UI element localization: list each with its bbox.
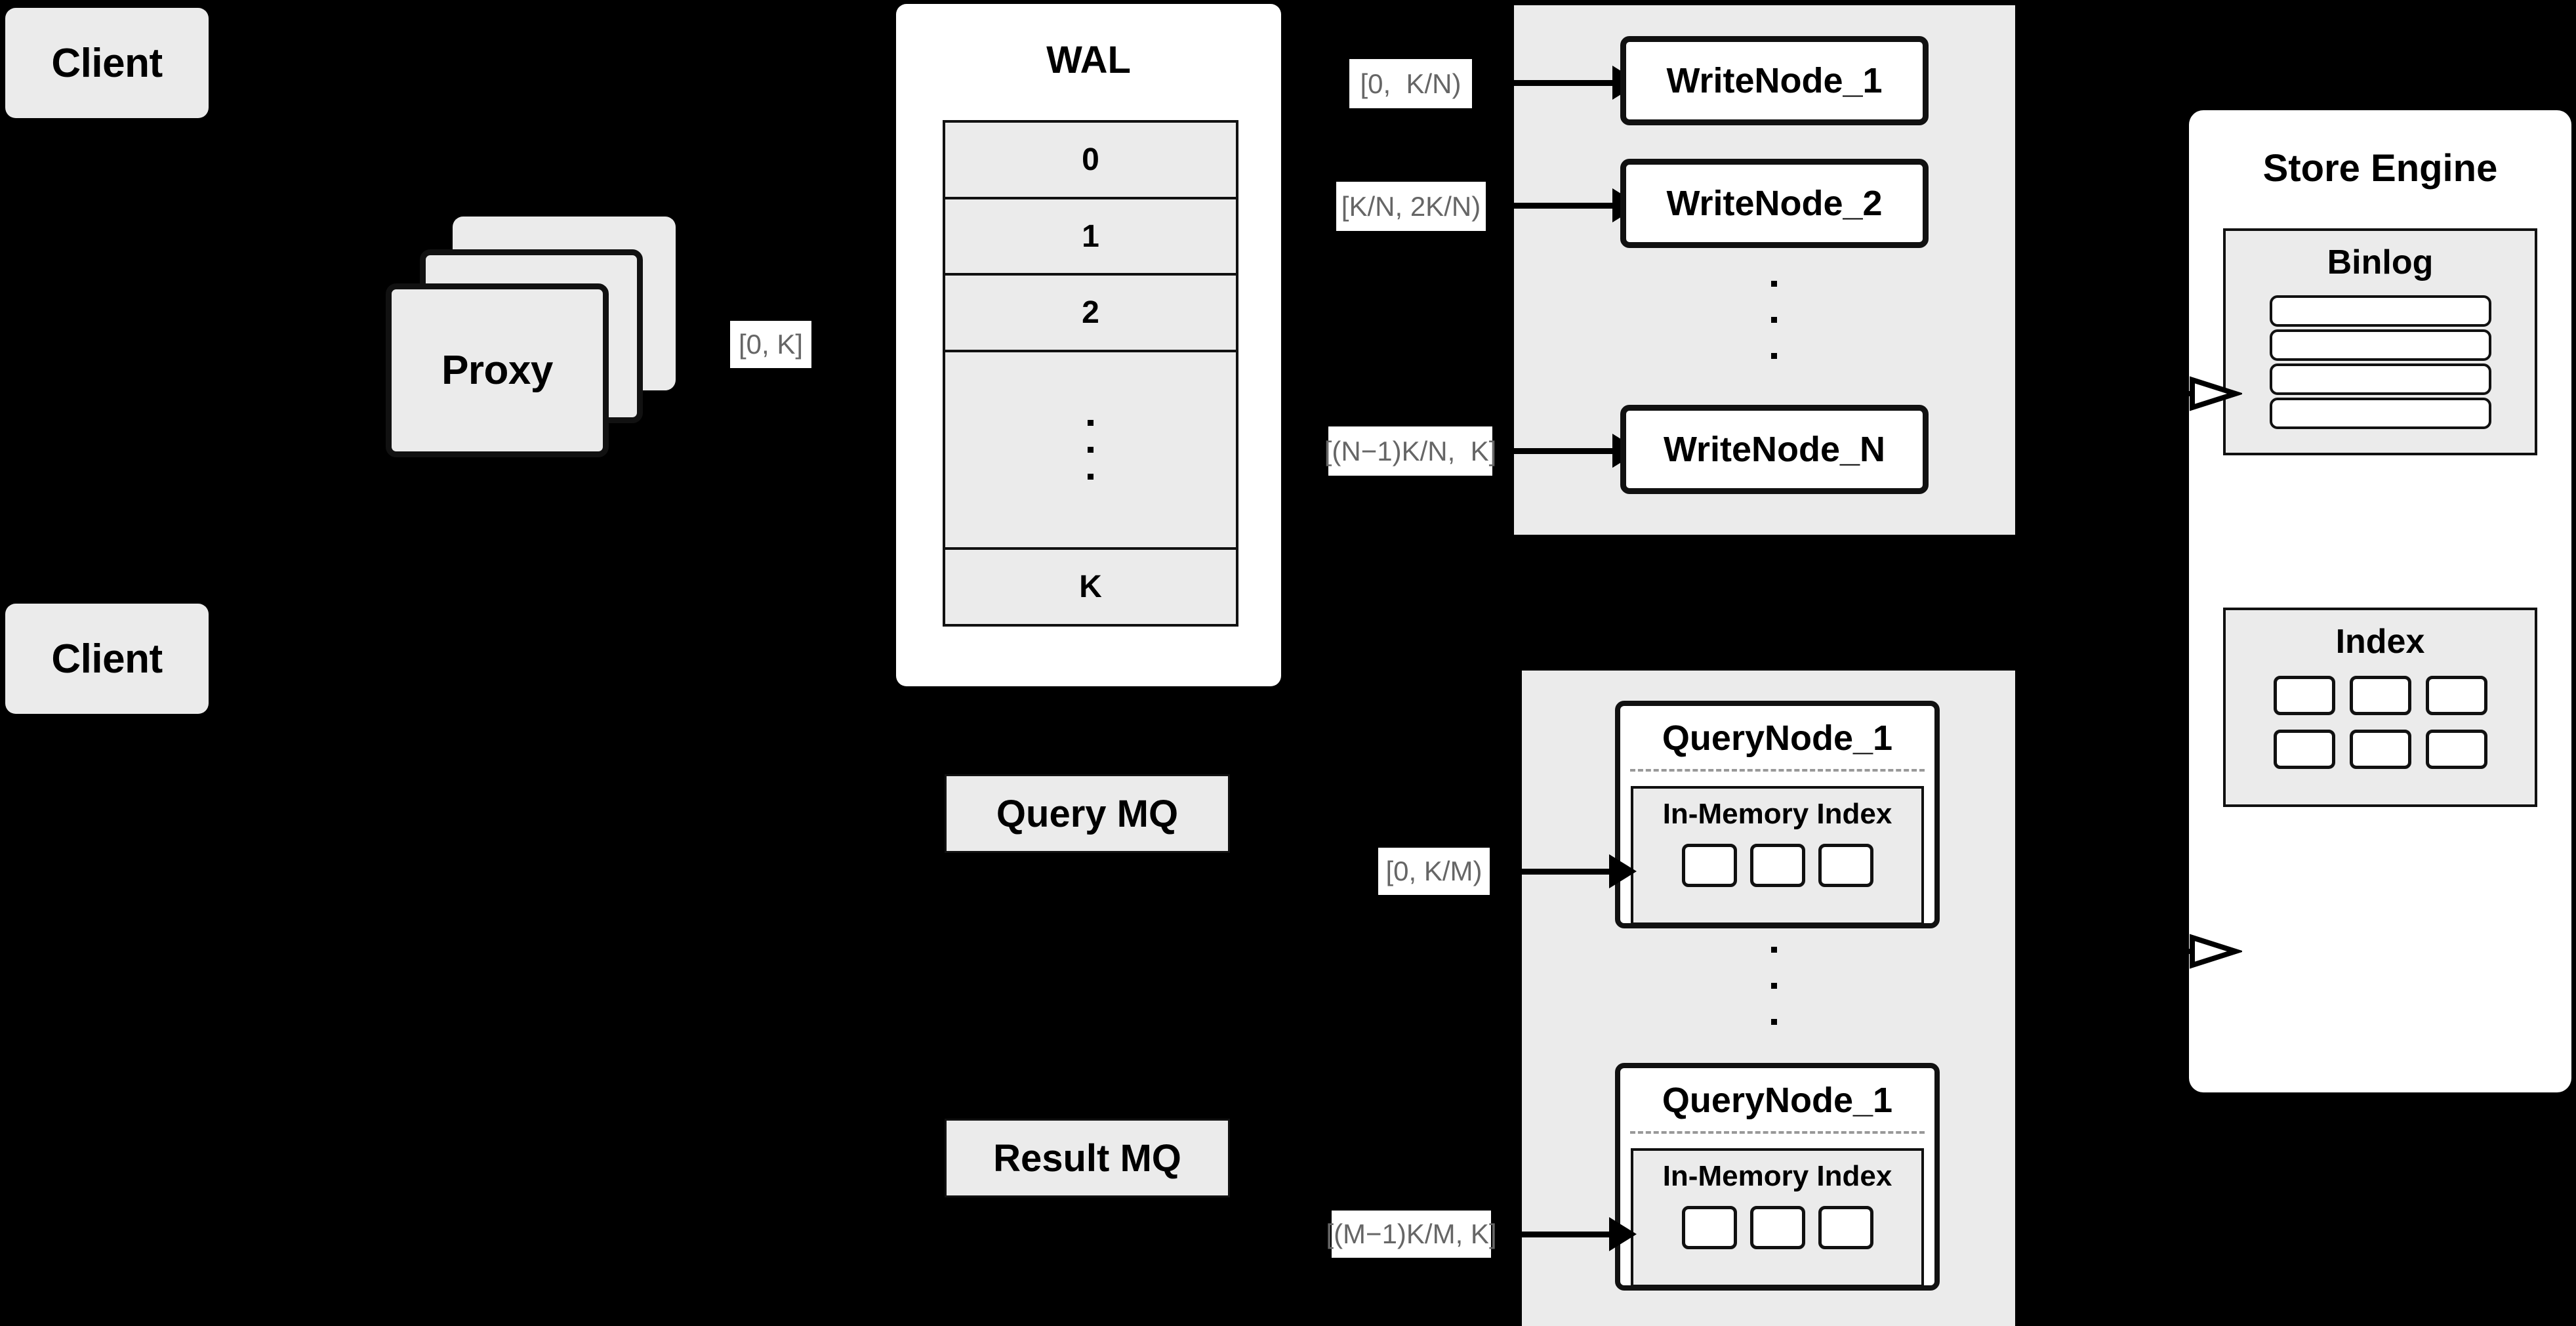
wal-container: WAL 0 1 2 K — [896, 4, 1281, 686]
arrow-line-write-n — [1505, 448, 1614, 454]
binlog-row — [2269, 295, 2491, 327]
ellipsis-dot-icon — [1771, 1019, 1777, 1025]
arrow-line-write-1 — [1505, 80, 1614, 86]
wal-table: 0 1 2 K — [943, 120, 1238, 627]
ellipsis-dot-icon — [1771, 983, 1777, 989]
range-label-proxy-to-wal: [0, K] — [730, 321, 811, 368]
index-row — [2273, 676, 2487, 715]
query-node-m-card[interactable]: QueryNode_1 In-Memory Index — [1615, 1063, 1940, 1291]
range-label-query-1: [0, K/M) — [1378, 848, 1490, 895]
arrow-to-binlog-icon — [2170, 376, 2242, 411]
write-node-2[interactable]: WriteNode_2 — [1620, 159, 1929, 248]
index-cell — [2425, 676, 2487, 715]
in-memory-index-cells — [1633, 1206, 1921, 1249]
write-node-label: WriteNode_2 — [1666, 184, 1883, 223]
binlog-row — [2269, 363, 2491, 395]
range-label-write-n: [(N−1)K/N, K] — [1324, 426, 1496, 476]
arrow-line-query-m — [1509, 1232, 1610, 1237]
index-cell — [2273, 730, 2335, 769]
range-label-text: [(M−1)K/M, K] — [1326, 1218, 1497, 1249]
binlog-panel: Binlog — [2223, 228, 2537, 455]
store-engine-panel: Store Engine Binlog Index — [2189, 110, 2571, 1092]
wal-row: 2 — [945, 276, 1236, 353]
range-label-query-m: [(M−1)K/M, K] — [1326, 1211, 1497, 1258]
index-cell — [2273, 676, 2335, 715]
index-row — [2273, 730, 2487, 769]
arrow-head-query-m — [1609, 1217, 1637, 1251]
range-label-text: [(N−1)K/N, K] — [1324, 435, 1497, 466]
result-mq-box[interactable]: Result MQ — [945, 1119, 1230, 1197]
in-memory-index-title: In-Memory Index — [1662, 1160, 1892, 1192]
wal-row: 1 — [945, 199, 1236, 276]
index-panel: Index — [2223, 608, 2537, 807]
binlog-title: Binlog — [2327, 243, 2434, 281]
write-group-ellipsis — [1771, 281, 1777, 359]
query-mq-box[interactable]: Query MQ — [945, 774, 1230, 853]
index-title: Index — [2335, 623, 2425, 661]
write-node-n[interactable]: WriteNode_N — [1620, 405, 1929, 494]
in-memory-index-cells — [1633, 844, 1921, 887]
ellipsis-dot-icon — [1771, 281, 1777, 287]
arrow-line-write-2 — [1505, 203, 1614, 209]
index-cell — [1749, 1206, 1805, 1249]
write-node-label: WriteNode_N — [1663, 430, 1886, 469]
in-memory-index-title: In-Memory Index — [1662, 798, 1892, 830]
store-engine-title: Store Engine — [2262, 147, 2498, 190]
range-label-text: [0, K] — [738, 329, 804, 360]
index-cell — [2349, 676, 2411, 715]
wal-title: WAL — [1046, 38, 1131, 81]
write-node-1[interactable]: WriteNode_1 — [1620, 36, 1929, 125]
range-label-write-2: [K/N, 2K/N) — [1336, 182, 1486, 231]
proxy-card-front[interactable]: Proxy — [386, 283, 609, 457]
arrow-head-query-1 — [1609, 854, 1637, 888]
ellipsis-dot-icon — [1088, 474, 1094, 480]
index-cell — [1681, 844, 1737, 887]
binlog-rows — [2226, 295, 2535, 429]
arrow-to-index-icon — [2170, 934, 2242, 969]
write-node-label: WriteNode_1 — [1666, 61, 1883, 100]
proxy-label: Proxy — [441, 348, 553, 393]
range-label-text: [K/N, 2K/N) — [1341, 190, 1481, 222]
binlog-row — [2269, 398, 2491, 429]
index-cell — [2425, 730, 2487, 769]
ellipsis-dot-icon — [1771, 353, 1777, 359]
arrow-line-query-1 — [1509, 869, 1610, 875]
query-group-ellipsis — [1771, 947, 1777, 1025]
query-node-divider — [1630, 769, 1925, 772]
query-node-1-card[interactable]: QueryNode_1 In-Memory Index — [1615, 701, 1940, 928]
query-node-m-title: QueryNode_1 — [1662, 1081, 1893, 1120]
wal-row-ellipsis — [945, 352, 1236, 550]
index-grid — [2226, 676, 2535, 769]
ellipsis-dot-icon — [1088, 447, 1094, 453]
index-cell — [2349, 730, 2411, 769]
client-box-top[interactable]: Client — [5, 8, 209, 118]
in-memory-index-box-1: In-Memory Index — [1631, 786, 1924, 925]
client-label: Client — [51, 636, 163, 682]
range-label-text: [0, K/N) — [1360, 68, 1462, 99]
query-mq-label: Query MQ — [996, 792, 1179, 835]
query-node-1-title: QueryNode_1 — [1662, 718, 1893, 758]
index-cell — [1818, 1206, 1873, 1249]
result-mq-label: Result MQ — [993, 1136, 1181, 1180]
ellipsis-dot-icon — [1771, 317, 1777, 323]
range-label-text: [0, K/M) — [1385, 856, 1482, 886]
range-label-write-1: [0, K/N) — [1349, 59, 1472, 108]
query-node-divider — [1630, 1131, 1925, 1134]
client-label: Client — [51, 40, 163, 86]
binlog-row — [2269, 329, 2491, 361]
wal-row: K — [945, 550, 1236, 624]
client-box-bottom[interactable]: Client — [5, 604, 209, 714]
in-memory-index-box-2: In-Memory Index — [1631, 1148, 1924, 1287]
ellipsis-dot-icon — [1771, 947, 1777, 953]
index-cell — [1681, 1206, 1737, 1249]
ellipsis-dot-icon — [1088, 420, 1094, 426]
index-cell — [1749, 844, 1805, 887]
index-cell — [1818, 844, 1873, 887]
wal-row: 0 — [945, 123, 1236, 199]
